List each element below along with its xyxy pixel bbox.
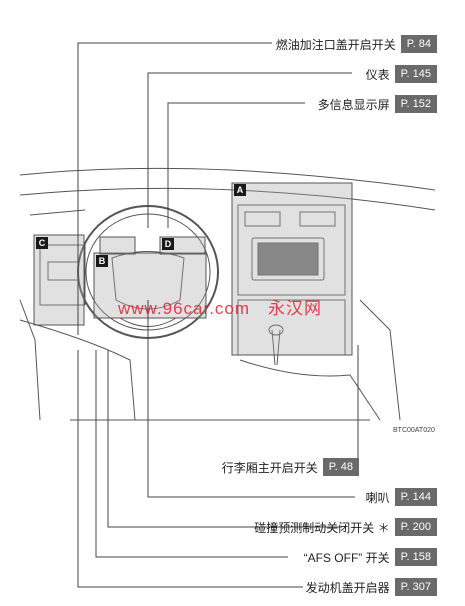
callout-pre-collision: 碰撞预测制动关闭开关 ＊ P. 200 <box>254 518 437 536</box>
page-ref[interactable]: P. 144 <box>394 488 437 506</box>
callout-text: 喇叭 <box>365 490 390 505</box>
page-ref[interactable]: P. 145 <box>394 65 437 83</box>
callout-text: 行李厢主开启开关 <box>221 460 318 475</box>
area-label-a: A <box>234 184 246 196</box>
callout-trunk: 行李厢主开启开关 P. 48 <box>222 458 359 476</box>
watermark-url: www.96car.com <box>118 299 251 318</box>
area-label-d: D <box>162 238 174 250</box>
page-ref[interactable]: P. 307 <box>394 578 437 596</box>
callout-text: 仪表 <box>365 67 390 82</box>
callout-text: 多信息显示屏 <box>317 97 390 112</box>
callout-text: 发动机盖开启器 <box>305 580 390 595</box>
area-label-b: B <box>96 255 108 267</box>
watermark-cn: 永汉网 <box>268 299 323 318</box>
callout-meter: 仪表 P. 145 <box>366 65 437 83</box>
image-code: BTC00AT020 <box>393 427 435 434</box>
area-label-c: C <box>36 237 48 249</box>
page-ref[interactable]: P. 84 <box>400 35 437 53</box>
callout-text: 燃油加注口盖开启开关 <box>275 37 396 52</box>
page-ref[interactable]: P. 152 <box>394 95 437 113</box>
callout-multi-info: 多信息显示屏 P. 152 <box>318 95 437 113</box>
callout-afs-off: “AFS OFF” 开关 P. 158 <box>304 548 437 566</box>
callout-fuel-door: 燃油加注口盖开启开关 P. 84 <box>276 35 437 53</box>
watermark: www.96car.com 永汉网 <box>118 294 322 319</box>
callout-hood: 发动机盖开启器 P. 307 <box>306 578 437 596</box>
callout-text: 碰撞预测制动关闭开关 ＊ <box>254 520 390 535</box>
page-ref[interactable]: P. 158 <box>394 548 437 566</box>
callout-text: “AFS OFF” 开关 <box>303 550 390 565</box>
page-ref[interactable]: P. 48 <box>322 458 359 476</box>
page-ref[interactable]: P. 200 <box>394 518 437 536</box>
callout-horn: 喇叭 P. 144 <box>366 488 437 506</box>
